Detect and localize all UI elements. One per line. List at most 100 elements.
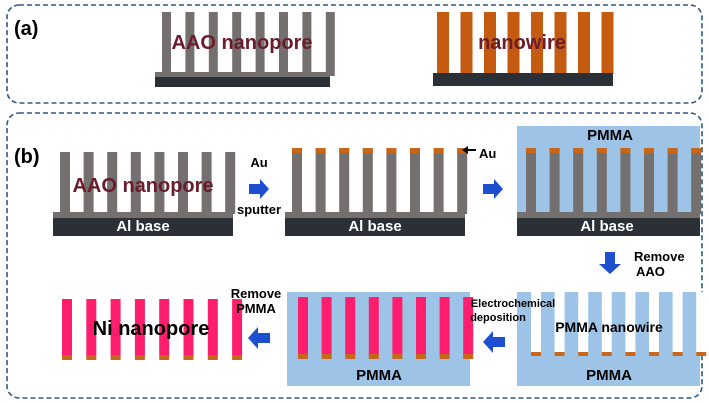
nanowire [484, 12, 496, 74]
pore-gap [672, 292, 683, 356]
nanowire [531, 12, 543, 74]
aao-wall [596, 148, 607, 214]
ni-nanowire [110, 299, 121, 355]
panel-b-label: (b) [14, 146, 40, 168]
au-spot [578, 352, 589, 356]
step6-caption: Ni nanopore [93, 318, 210, 340]
au-spot [207, 355, 218, 360]
step2-base-label: Al base [348, 218, 401, 235]
ni-nanowire [368, 297, 379, 355]
step3-pmma-label: PMMA [587, 127, 633, 144]
ni-nanowire [232, 299, 243, 355]
au-cap [620, 148, 631, 153]
aao-barrier-layer [53, 212, 233, 218]
aao-wall [362, 148, 373, 214]
au-cap [457, 148, 468, 153]
aao-wall [162, 12, 171, 76]
aao-wall [130, 152, 141, 214]
aao-wall [691, 148, 702, 214]
au-spot [232, 355, 243, 360]
aao-wall [526, 148, 536, 214]
au-spot [531, 352, 541, 356]
aao-wall [225, 152, 236, 214]
au-spot [321, 354, 332, 359]
arrow5-label-line2: PMMA [236, 301, 276, 316]
aao-barrier-layer [517, 212, 700, 218]
au-spot [601, 352, 612, 356]
au-pointer-arrow [462, 146, 476, 154]
aao-wall [620, 148, 631, 214]
nanowire [578, 12, 590, 74]
au-cap [315, 148, 326, 153]
step3-pmma-filled [517, 126, 702, 236]
au-spot [463, 354, 474, 359]
pore-gap [601, 292, 612, 356]
au-spot [298, 354, 308, 359]
ni-nanowire [392, 297, 403, 355]
panel-a-nanowire-structure [433, 12, 614, 86]
au-cap [691, 148, 702, 153]
ni-nanowire [183, 299, 194, 355]
au-spot [86, 355, 97, 360]
au-cap [339, 148, 350, 153]
arrow-to-pmma [483, 179, 503, 199]
aao-wall [315, 148, 326, 214]
pore-gap [554, 292, 565, 356]
au-spot [416, 354, 426, 359]
aao-barrier-layer [155, 72, 330, 77]
panel-a-frame [6, 4, 703, 104]
base-layer [433, 73, 613, 86]
ni-nanowire [86, 299, 97, 355]
step4-caption: PMMA nanowire [555, 319, 663, 335]
au-spot [368, 354, 379, 359]
pore-gap [649, 292, 659, 356]
arrow-electrodeposition [483, 331, 505, 353]
arrow1-label-line2: sputter [237, 202, 281, 217]
aao-wall [302, 12, 312, 76]
arrow-remove-aao [599, 252, 621, 274]
aao-wall [107, 152, 118, 214]
step5-base-label: PMMA [356, 367, 402, 384]
panel-b-frame [6, 112, 703, 399]
aao-wall [386, 148, 397, 214]
au-spot [183, 355, 194, 360]
au-cap [526, 148, 536, 153]
pore-gap [578, 292, 589, 356]
au-cap [433, 148, 444, 153]
panel-a-label: (a) [14, 18, 38, 40]
ni-nanowire [134, 299, 145, 355]
ni-nanowire [62, 299, 72, 355]
pore-gap [531, 292, 541, 356]
nanowire [601, 12, 614, 74]
aao-wall [279, 12, 288, 76]
aao-wall [549, 148, 560, 214]
aao-wall [83, 152, 94, 214]
aao-wall [60, 152, 70, 214]
nanowire [460, 12, 473, 74]
process-arrows [248, 146, 621, 353]
al-base [155, 77, 330, 87]
aao-wall [644, 148, 654, 214]
nanowire [437, 12, 449, 74]
aao-wall [433, 148, 444, 214]
aao-wall [325, 12, 335, 76]
ni-nanowire [439, 297, 450, 355]
arrow3-label-line1: Remove [634, 249, 685, 264]
arrow4-label-line2: deposition [470, 312, 526, 324]
au-cap [596, 148, 607, 153]
al-base [53, 218, 233, 236]
panel-a-nanowire-caption: nanowire [478, 32, 566, 54]
aao-wall [201, 152, 212, 214]
al-base [285, 218, 465, 236]
step4-pmma-nanowire [517, 292, 707, 386]
au-spot [62, 355, 72, 360]
au-cap [644, 148, 654, 153]
step2-au-label: Au [479, 146, 496, 161]
aao-wall [208, 12, 218, 76]
arrow3-label-line2: AAO [636, 264, 665, 279]
au-spot [649, 352, 659, 356]
ni-nanowire [207, 299, 218, 355]
arrow4-label-line1: Electrochemical [471, 298, 555, 310]
arrow5-label-line1: Remove [231, 286, 282, 301]
au-cap [362, 148, 373, 153]
